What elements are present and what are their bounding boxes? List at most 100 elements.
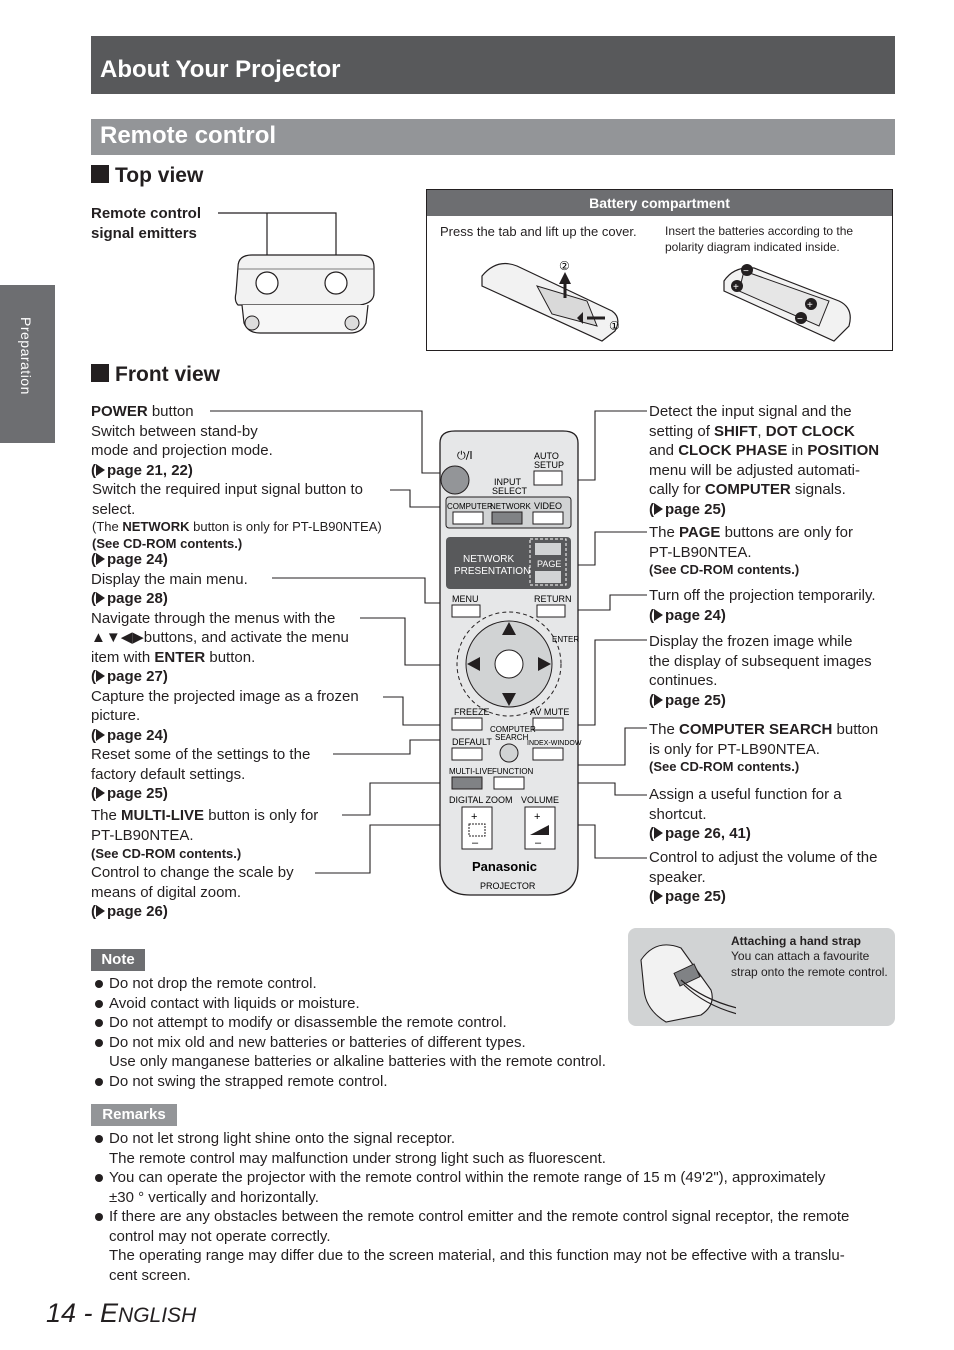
svg-text:−: − <box>797 314 803 325</box>
hand-strap-illustration <box>640 944 736 1023</box>
remarks-list: Do not let strong light shine onto the s… <box>91 1129 911 1285</box>
svg-text:PRESENTATION: PRESENTATION <box>454 566 530 577</box>
svg-text:⏻/I: ⏻/I <box>457 449 473 462</box>
step-mark-1: ① <box>609 319 620 333</box>
battery-title: Battery compartment <box>427 190 892 216</box>
svg-text:–: – <box>535 837 542 849</box>
callout-menu: (page 24) Display the main menu. (page 2… <box>91 551 359 802</box>
svg-text:+: + <box>807 300 813 311</box>
svg-text:DEFAULT: DEFAULT <box>452 737 492 747</box>
arrow-icon <box>654 890 663 902</box>
svg-text:+: + <box>471 811 477 823</box>
callout-page: The PAGE buttons are only for PT-LB90NTE… <box>649 524 853 561</box>
list-item: If there are any obstacles between the r… <box>91 1207 911 1285</box>
square-bullet-icon <box>91 364 109 382</box>
see-cd-4: (See CD-ROM contents.) <box>649 759 800 774</box>
callout-auto-setup: Detect the input signal and the setting … <box>649 403 880 518</box>
svg-text:Panasonic: Panasonic <box>472 859 537 874</box>
battery-step2: Insert the batteries according to the po… <box>665 224 854 254</box>
left-callouts: POWER button Switch between stand-by mod… <box>91 403 273 479</box>
arrow-icon <box>96 463 105 476</box>
callout-input: Switch the required input signal button … <box>92 481 364 518</box>
svg-text:SELECT: SELECT <box>492 486 528 496</box>
callout-computer-search: The COMPUTER SEARCH button is only for P… <box>649 721 879 758</box>
section-title: About Your Projector <box>100 56 341 83</box>
strap-text: You can attach a favourite strap onto th… <box>731 949 888 979</box>
svg-text:AV MUTE: AV MUTE <box>530 707 569 717</box>
callout-function: Assign a useful function for a shortcut.… <box>649 786 842 842</box>
callout-network-note: (The NETWORK button is only for PT-LB90N… <box>92 519 382 534</box>
arrow-icon <box>654 608 663 621</box>
svg-text:SETUP: SETUP <box>534 460 564 470</box>
front-view-heading: Front view <box>91 363 220 387</box>
svg-text:FUNCTION: FUNCTION <box>492 767 534 776</box>
svg-text:AUTO: AUTO <box>534 451 559 461</box>
svg-text:–: – <box>472 837 479 849</box>
svg-text:FREEZE: FREEZE <box>454 707 490 717</box>
callout-volume: Control to adjust the volume of the spea… <box>649 849 878 905</box>
svg-text:−: − <box>743 266 749 277</box>
svg-text:ENTER: ENTER <box>552 635 579 644</box>
svg-text:VOLUME: VOLUME <box>521 795 559 805</box>
remote-top-view-illustration <box>218 212 375 334</box>
svg-text:INPUT: INPUT <box>494 477 522 487</box>
see-cd-2: (See CD-ROM contents.) <box>91 846 242 861</box>
note-list: Do not drop the remote control. Avoid co… <box>91 974 691 1091</box>
svg-text:VIDEO: VIDEO <box>534 501 562 511</box>
see-cd-3: (See CD-ROM contents.) <box>649 562 800 577</box>
list-item: Do not let strong light shine onto the s… <box>91 1129 911 1168</box>
list-item: You can operate the projector with the r… <box>91 1168 911 1207</box>
remote-front-illustration: ⏻/I AUTO SETUP INPUT SELECT COMPUTER NET… <box>210 410 647 896</box>
arrow-icon <box>654 827 663 839</box>
arrow-icon <box>96 787 105 799</box>
arrow-icon <box>654 502 663 515</box>
list-item: Do not mix old and new batteries or batt… <box>91 1033 691 1072</box>
arrow-icon <box>654 693 663 706</box>
emitter-label: Remote control signal emitters <box>91 205 202 242</box>
svg-text:NETWORK: NETWORK <box>490 502 532 511</box>
svg-text:+: + <box>733 282 739 293</box>
remarks-badge: Remarks <box>91 1104 177 1126</box>
hand-strap-box: Attaching a hand strap You can attach a … <box>628 928 895 1026</box>
square-bullet-icon <box>91 165 109 183</box>
callout-av-mute: Turn off the projection temporarily. (pa… <box>649 587 876 624</box>
svg-text:COMPUTER: COMPUTER <box>447 502 493 511</box>
note-badge: Note <box>91 949 145 971</box>
page-title: Remote control <box>100 122 277 149</box>
see-cd-1: (See CD-ROM contents.) <box>92 536 243 551</box>
svg-text:SEARCH: SEARCH <box>495 733 529 742</box>
list-item: Do not drop the remote control. <box>91 974 691 994</box>
callout-zoom: Control to change the scale by means of … <box>91 864 294 920</box>
svg-text:MULTI-LIVE: MULTI-LIVE <box>449 767 492 776</box>
page-footer: 14 - ENGLISH <box>46 1298 197 1328</box>
svg-text:COMPUTER: COMPUTER <box>490 725 536 734</box>
arrow-icon <box>96 553 105 565</box>
list-item: Do not swing the strapped remote control… <box>91 1072 691 1092</box>
arrow-icon <box>96 728 105 741</box>
svg-text:INDEX-WINDOW: INDEX-WINDOW <box>527 740 582 747</box>
svg-text:PROJECTOR: PROJECTOR <box>480 881 536 891</box>
strap-title: Attaching a hand strap <box>731 934 862 948</box>
list-item: Avoid contact with liquids or moisture. <box>91 994 691 1014</box>
battery-polarity-illustration: − + + − <box>723 264 851 342</box>
top-view-heading: Top view <box>91 164 203 188</box>
svg-text:NETWORK: NETWORK <box>463 554 514 565</box>
arrow-icon <box>96 592 105 604</box>
arrow-icon <box>96 905 105 917</box>
svg-text:PAGE: PAGE <box>537 559 561 569</box>
svg-text:RETURN: RETURN <box>534 594 572 604</box>
arrow-icon <box>96 670 105 682</box>
battery-cover-illustration: ② ① <box>481 259 620 342</box>
callout-multilive: The MULTI-LIVE button is only for PT-LB9… <box>91 807 319 844</box>
side-tab-label: Preparation <box>18 317 34 395</box>
list-item: Do not attempt to modify or disassemble … <box>91 1013 691 1033</box>
battery-step1: Press the tab and lift up the cover. <box>440 224 637 239</box>
step-mark-2: ② <box>559 259 570 273</box>
side-tab: Preparation <box>0 285 55 443</box>
section-header: About Your Projector <box>91 36 895 94</box>
callout-frozen: Display the frozen image while the displ… <box>649 633 872 709</box>
svg-text:+: + <box>534 811 540 823</box>
page-header: Remote control <box>91 119 895 155</box>
svg-text:MENU: MENU <box>452 594 479 604</box>
battery-compartment-box: Battery compartment Press the tab and li… <box>426 189 893 351</box>
